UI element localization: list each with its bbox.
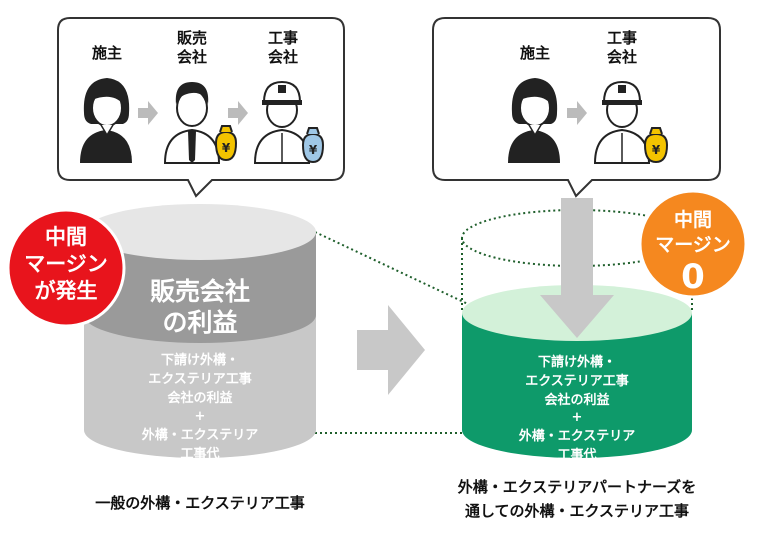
left-body-plus: + [195,409,206,424]
left-cylinder-profit-band [84,232,316,343]
role-contractor-label-2: 会社 [607,48,637,66]
right-body-line-1: 下請け外構・ [538,354,616,370]
right-body-plus: + [572,410,583,425]
left-body-line-6: 工事代 [180,446,219,462]
money-bag-icon: ¥ [643,127,669,164]
zero-margin-badge: 中間 マージン 0 [638,189,748,299]
down-arrow-icon [540,198,614,338]
transition-arrow-icon [357,305,425,395]
role-contractor-label-1: 工事 [607,29,637,47]
svg-text:が発生: が発生 [35,279,98,303]
right-body-line-5: 外構・エクステリア [518,428,636,444]
svg-text:マージン: マージン [24,252,108,276]
owner-person-icon [80,78,132,163]
right-speech-bubble: 施主 工事 会社 ¥ [432,17,721,198]
margin-occurs-badge: 中間 マージン が発生 [6,208,126,328]
money-bag-icon: ¥ [214,125,238,162]
left-speech-bubble: 施主 販売 会社 工事 会社 ¥ [57,17,345,198]
right-cylinder-body [462,313,692,458]
role-contractor-label-1: 工事 [268,29,298,47]
right-body-line-3: 会社の利益 [544,392,609,408]
arrow-right-icon [228,101,248,125]
left-body-line-3: 会社の利益 [167,390,232,406]
left-body-line-2: エクステリア工事 [148,371,252,387]
svg-text:中間: 中間 [674,208,712,231]
right-caption-line-1: 外構・エクステリアパートナーズを [457,478,697,496]
svg-text:0: 0 [681,257,705,297]
svg-text:マージン: マージン [655,234,731,256]
sales-person-icon [163,82,221,164]
right-cylinder: 下請け外構・ エクステリア工事 会社の利益 + 外構・エクステリア 工事代 [461,198,693,463]
svg-text:¥: ¥ [309,143,318,157]
svg-text:¥: ¥ [222,141,231,155]
arrow-right-icon [138,101,158,125]
left-cylinder: 販売会社 の利益 下請け外構・ エクステリア工事 会社の利益 + 外構・エクステ… [84,204,316,462]
left-caption: 一般の外構・エクステリア工事 [95,494,305,512]
left-profit-title-1: 販売会社 [150,277,250,306]
right-body-line-2: エクステリア工事 [525,373,629,389]
contractor-person-icon [253,80,311,164]
left-profit-title-2: の利益 [162,308,237,337]
contractor-person-icon [593,80,651,164]
role-owner-label: 施主 [520,44,550,62]
svg-text:¥: ¥ [652,143,661,157]
dotted-connectors [314,231,471,434]
left-body-line-5: 外構・エクステリア [141,427,259,443]
right-body-line-6: 工事代 [557,447,596,463]
role-owner-label: 施主 [92,44,122,62]
money-bag-icon: ¥ [301,127,325,164]
role-contractor-label-2: 会社 [268,48,298,66]
left-cylinder-top [84,204,316,260]
owner-person-icon [508,78,560,163]
role-sales-label-1: 販売 [177,29,207,47]
role-sales-label-2: 会社 [177,48,207,66]
right-bubble-shape [432,17,721,198]
arrow-right-icon [567,101,587,125]
svg-text:中間: 中間 [45,225,87,249]
left-body-line-1: 下請け外構・ [161,352,239,368]
right-caption-line-2: 通しての外構・エクステリア工事 [465,502,689,520]
